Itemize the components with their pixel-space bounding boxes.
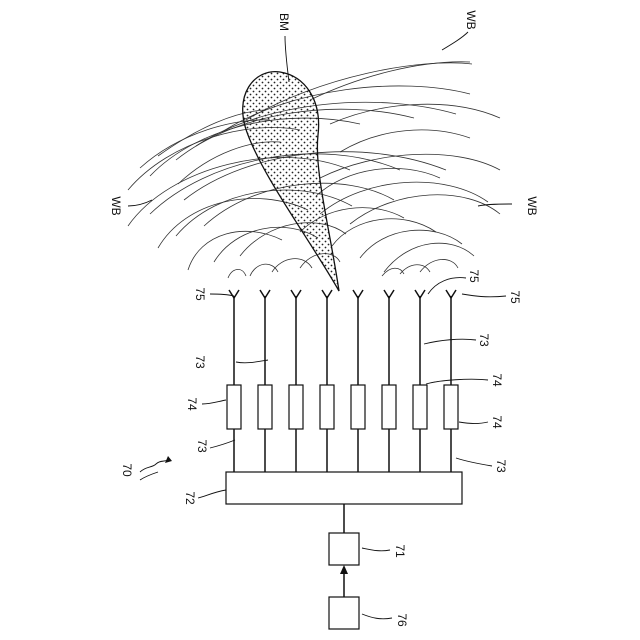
- phase-shifter: [227, 385, 241, 429]
- wavefront-arc: [384, 243, 474, 272]
- phase-shifter: [258, 385, 272, 429]
- label-shifter-74-c: 74: [490, 415, 504, 429]
- antenna-icon: [260, 290, 270, 298]
- phase-shifter: [320, 385, 334, 429]
- label-source-76: 76: [395, 613, 409, 627]
- wavefront-arc: [350, 195, 500, 224]
- wavefront-arc: [382, 268, 404, 276]
- generator-box: [329, 533, 359, 565]
- label-shifter-74-b: 74: [490, 373, 504, 387]
- wavefront-arc: [340, 130, 470, 152]
- label-line-73-c: 73: [477, 333, 491, 347]
- wavefront-arc: [420, 259, 458, 272]
- wavefront-arc: [320, 154, 500, 178]
- phase-shifter: [382, 385, 396, 429]
- label-antenna-75-c: 75: [508, 290, 522, 304]
- phase-shifter: [289, 385, 303, 429]
- label-shifter-74-a: 74: [185, 397, 199, 411]
- label-wave-WB-c: WB: [525, 196, 539, 215]
- source-box: [329, 597, 359, 629]
- label-beam-BM: BM: [277, 13, 291, 31]
- antenna-icon: [322, 290, 332, 298]
- phase-shifter: [444, 385, 458, 429]
- distributor-box: [226, 472, 462, 504]
- antenna-icon: [353, 290, 363, 298]
- wavefront-arc: [250, 264, 278, 276]
- label-distributor-72: 72: [183, 491, 197, 505]
- wavefront-arc: [310, 62, 470, 100]
- phase-shifter: [413, 385, 427, 429]
- label-generator-71: 71: [393, 544, 407, 558]
- phase-shifter: [351, 385, 365, 429]
- wavefront-arc: [330, 104, 500, 124]
- signal-arrowhead: [340, 565, 348, 574]
- label-antenna-75-a: 75: [193, 287, 207, 301]
- wavefront-arc: [332, 219, 436, 246]
- label-wave-WB-b: WB: [109, 196, 123, 215]
- antenna-icon: [229, 290, 239, 298]
- label-system-70: 70: [120, 463, 134, 477]
- label-antenna-75-b: 75: [467, 269, 481, 283]
- antenna-icon: [384, 290, 394, 298]
- wavefront-arc: [228, 269, 246, 278]
- label-line-73-a: 73: [195, 439, 209, 453]
- label-line-73-b: 73: [193, 355, 207, 369]
- antenna-icon: [446, 290, 456, 298]
- label-wave-WB-a: WB: [464, 10, 478, 29]
- label-line-73-d: 73: [494, 459, 508, 473]
- reference-labels: 70 76 71 72 73 73 73 73 74 74 74 75 75 7…: [109, 10, 539, 627]
- antenna-array: [227, 290, 458, 472]
- leader-lines: [128, 32, 512, 619]
- antenna-icon: [415, 290, 425, 298]
- antenna-icon: [291, 290, 301, 298]
- system-indicator-arrow: [140, 456, 172, 472]
